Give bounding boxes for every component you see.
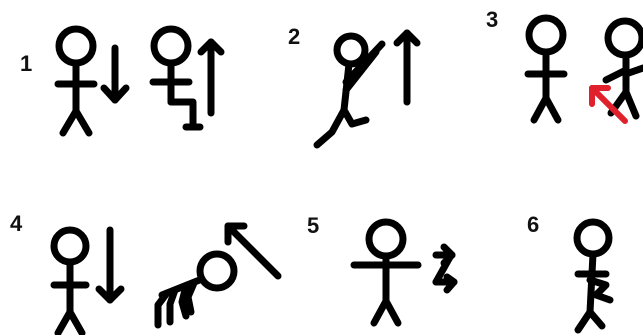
step-4-standing-figure bbox=[54, 230, 86, 333]
step-3-panel: 3 bbox=[486, 7, 643, 121]
step-3-standing-figure bbox=[528, 18, 564, 120]
step-6-panel: 6 bbox=[527, 212, 610, 330]
step-6-number: 6 bbox=[527, 212, 539, 237]
step-1-number: 1 bbox=[20, 51, 32, 76]
step-4-number: 4 bbox=[10, 211, 23, 236]
step-6-twisting-figure bbox=[577, 222, 610, 330]
step-2-number: 2 bbox=[288, 24, 300, 49]
step-1-down-arrow-icon bbox=[104, 48, 126, 100]
step-4-down-arrow-icon bbox=[99, 230, 121, 300]
step-1-panel: 1 bbox=[20, 29, 221, 133]
step-1-up-arrow-icon bbox=[201, 42, 221, 113]
step-2-lunge-figure bbox=[317, 36, 382, 145]
step-5-rotation-arrows-icon bbox=[436, 247, 454, 290]
step-1-standing-figure bbox=[58, 29, 94, 133]
step-1-squatting-figure bbox=[153, 29, 200, 127]
step-5-number: 5 bbox=[307, 213, 319, 238]
step-2-panel: 2 bbox=[288, 24, 417, 145]
step-3-number: 3 bbox=[486, 7, 498, 32]
step-2-up-arrow-icon bbox=[397, 33, 417, 102]
step-4-bending-figure bbox=[158, 254, 234, 325]
step-3-kneeling-figure bbox=[606, 21, 643, 116]
step-5-panel: 5 bbox=[307, 213, 454, 323]
step-4-panel: 4 bbox=[10, 211, 278, 333]
step-5-arms-out-figure bbox=[354, 222, 418, 323]
